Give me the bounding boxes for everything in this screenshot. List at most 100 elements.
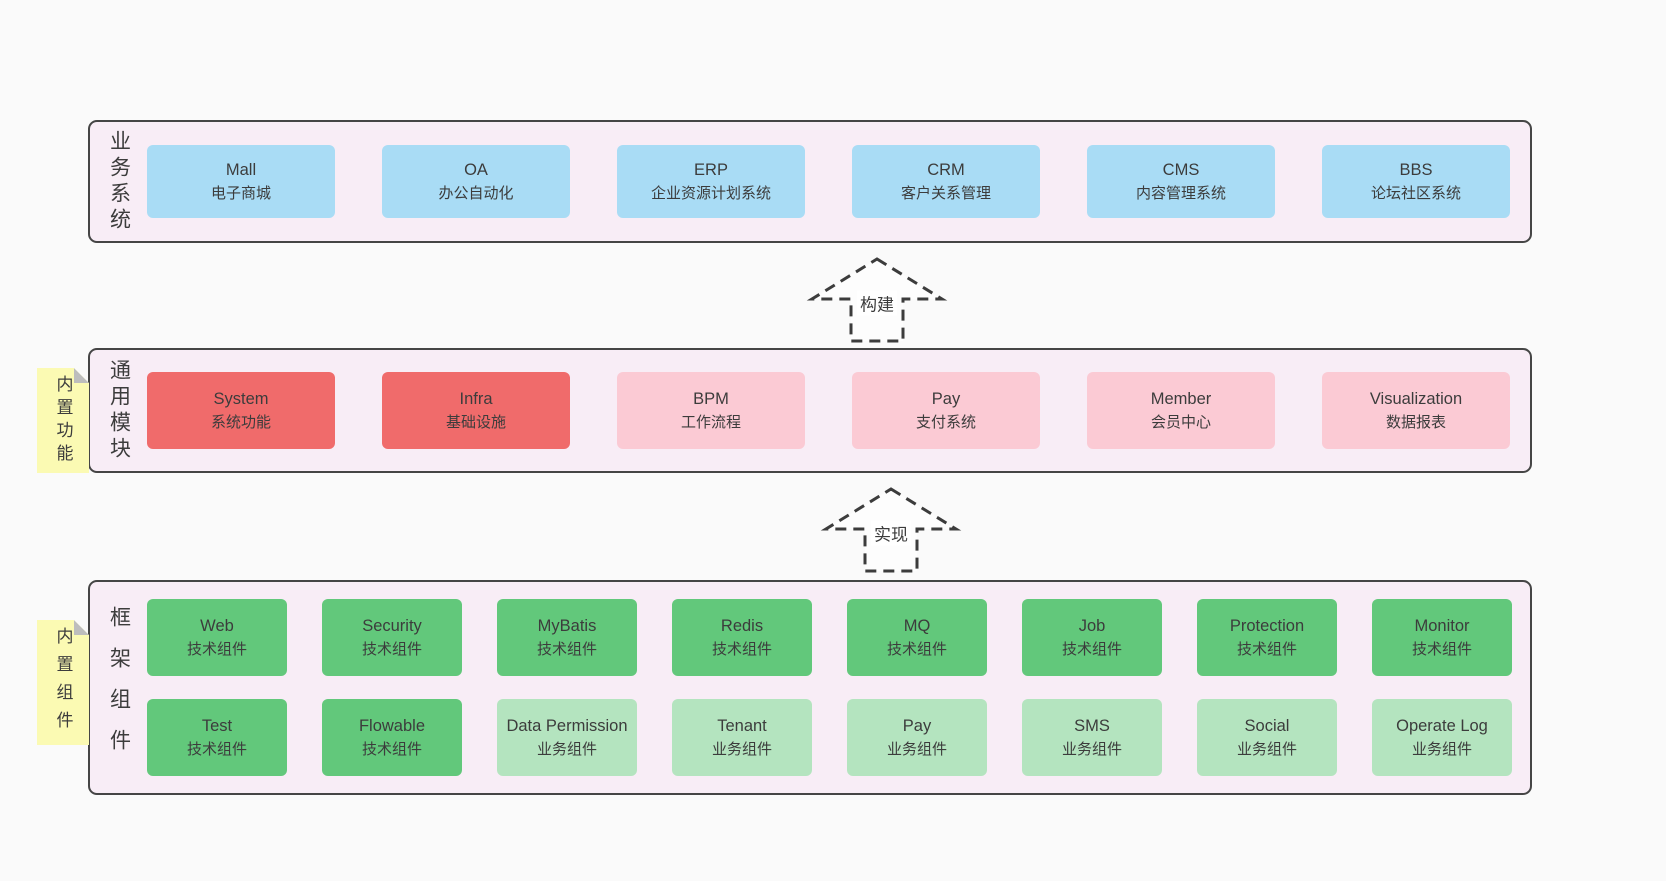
box-pay-component: Pay 业务组件 [847, 699, 987, 776]
box-bpm: BPM 工作流程 [617, 372, 805, 449]
box-subtitle: 技术组件 [186, 640, 247, 658]
layer-label-text: 框架组件 [107, 605, 131, 770]
box-title: Pay [931, 390, 961, 409]
framework-components-rows: Web 技术组件 Security 技术组件 MyBatis 技术组件 Redi… [147, 599, 1530, 776]
box-title: Data Permission [506, 717, 628, 736]
sticky-note-builtin-features: 内置功能 [37, 368, 89, 473]
box-data-permission: Data Permission 业务组件 [497, 699, 637, 776]
box-visualization: Visualization 数据报表 [1322, 372, 1510, 449]
box-title: Flowable [358, 717, 426, 736]
business-systems-row: Mall 电子商城 OA 办公自动化 ERP 企业资源计划系统 CRM 客户关系… [147, 145, 1530, 218]
layer-common-modules: 通用模块 System 系统功能 Infra 基础设施 BPM 工作流程 Pay [88, 348, 1532, 473]
box-pay-module: Pay 支付系统 [852, 372, 1040, 449]
box-social: Social 业务组件 [1197, 699, 1337, 776]
box-subtitle: 基础设施 [445, 413, 506, 431]
box-subtitle: 技术组件 [361, 740, 422, 758]
box-subtitle: 数据报表 [1385, 413, 1446, 431]
box-title: Visualization [1369, 390, 1463, 409]
box-title: Member [1150, 390, 1212, 409]
box-crm: CRM 客户关系管理 [852, 145, 1040, 218]
box-title: Infra [459, 390, 493, 409]
box-subtitle: 业务组件 [711, 740, 772, 758]
common-modules-row: System 系统功能 Infra 基础设施 BPM 工作流程 Pay 支付系统… [147, 372, 1530, 449]
arrow-implement-label: 实现 [871, 520, 911, 546]
box-erp: ERP 企业资源计划系统 [617, 145, 805, 218]
box-mq: MQ 技术组件 [847, 599, 987, 676]
layer-label-framework-components: 框架组件 [90, 606, 147, 770]
box-title: Tenant [717, 717, 767, 736]
box-title: OA [464, 161, 488, 180]
box-subtitle: 会员中心 [1150, 413, 1211, 431]
box-subtitle: 业务组件 [1236, 740, 1297, 758]
common-modules-rows: System 系统功能 Infra 基础设施 BPM 工作流程 Pay 支付系统… [147, 372, 1530, 449]
box-title: Mall [225, 161, 257, 180]
box-infra: Infra 基础设施 [382, 372, 570, 449]
box-security: Security 技术组件 [322, 599, 462, 676]
arrow-implement: 实现 [820, 486, 962, 574]
box-title: Security [362, 617, 422, 636]
box-subtitle: 技术组件 [711, 640, 772, 658]
box-subtitle: 技术组件 [1061, 640, 1122, 658]
box-subtitle: 工作流程 [680, 413, 741, 431]
box-tenant: Tenant 业务组件 [672, 699, 812, 776]
box-subtitle: 办公自动化 [438, 184, 514, 202]
business-systems-rows: Mall 电子商城 OA 办公自动化 ERP 企业资源计划系统 CRM 客户关系… [147, 145, 1530, 218]
layer-business-systems: 业务系统 Mall 电子商城 OA 办公自动化 ERP 企业资源计划系统 CRM [88, 120, 1532, 243]
page-fold-icon [74, 368, 89, 383]
box-subtitle: 技术组件 [886, 640, 947, 658]
box-title: CRM [927, 161, 965, 180]
box-title: BPM [693, 390, 729, 409]
layer-framework-components: 框架组件 Web 技术组件 Security 技术组件 MyBatis 技术组件… [88, 580, 1532, 795]
box-subtitle: 技术组件 [1411, 640, 1472, 658]
framework-components-row-1: Web 技术组件 Security 技术组件 MyBatis 技术组件 Redi… [147, 599, 1530, 676]
box-title: BBS [1399, 161, 1433, 180]
box-title: ERP [694, 161, 728, 180]
box-subtitle: 客户关系管理 [900, 184, 991, 202]
box-title: Job [1078, 617, 1106, 636]
box-oa: OA 办公自动化 [382, 145, 570, 218]
box-subtitle: 内容管理系统 [1135, 184, 1226, 202]
box-mybatis: MyBatis 技术组件 [497, 599, 637, 676]
box-monitor: Monitor 技术组件 [1372, 599, 1512, 676]
box-subtitle: 论坛社区系统 [1370, 184, 1461, 202]
layer-label-text: 通用模块 [107, 358, 131, 463]
box-title: MyBatis [537, 617, 597, 636]
box-title: MQ [903, 617, 931, 636]
box-operate-log: Operate Log 业务组件 [1372, 699, 1512, 776]
box-member: Member 会员中心 [1087, 372, 1275, 449]
box-subtitle: 技术组件 [361, 640, 422, 658]
box-subtitle: 支付系统 [915, 413, 976, 431]
arrow-build: 构建 [806, 256, 948, 344]
box-redis: Redis 技术组件 [672, 599, 812, 676]
layer-label-text: 业务系统 [107, 129, 131, 234]
box-test: Test 技术组件 [147, 699, 287, 776]
box-cms: CMS 内容管理系统 [1087, 145, 1275, 218]
framework-components-row-2: Test 技术组件 Flowable 技术组件 Data Permission … [147, 699, 1530, 776]
box-subtitle: 业务组件 [1061, 740, 1122, 758]
box-title: CMS [1162, 161, 1200, 180]
box-subtitle: 业务组件 [886, 740, 947, 758]
sticky-note-text: 内置组件 [53, 626, 73, 739]
box-title: Monitor [1414, 617, 1470, 636]
box-system: System 系统功能 [147, 372, 335, 449]
box-bbs: BBS 论坛社区系统 [1322, 145, 1510, 218]
box-title: Operate Log [1396, 717, 1488, 736]
box-sms: SMS 业务组件 [1022, 699, 1162, 776]
box-title: SMS [1074, 717, 1110, 736]
box-title: Web [200, 617, 234, 636]
box-subtitle: 电子商城 [210, 184, 271, 202]
box-title: Test [201, 717, 233, 736]
box-flowable: Flowable 技术组件 [322, 699, 462, 776]
box-job: Job 技术组件 [1022, 599, 1162, 676]
box-mall: Mall 电子商城 [147, 145, 335, 218]
box-title: Social [1244, 717, 1290, 736]
sticky-note-text: 内置功能 [53, 374, 73, 467]
box-protection: Protection 技术组件 [1197, 599, 1337, 676]
box-subtitle: 业务组件 [1411, 740, 1472, 758]
page-fold-icon [74, 620, 89, 635]
box-web: Web 技术组件 [147, 599, 287, 676]
box-subtitle: 技术组件 [1236, 640, 1297, 658]
arrow-build-label: 构建 [857, 290, 897, 316]
sticky-note-builtin-components: 内置组件 [37, 620, 89, 745]
